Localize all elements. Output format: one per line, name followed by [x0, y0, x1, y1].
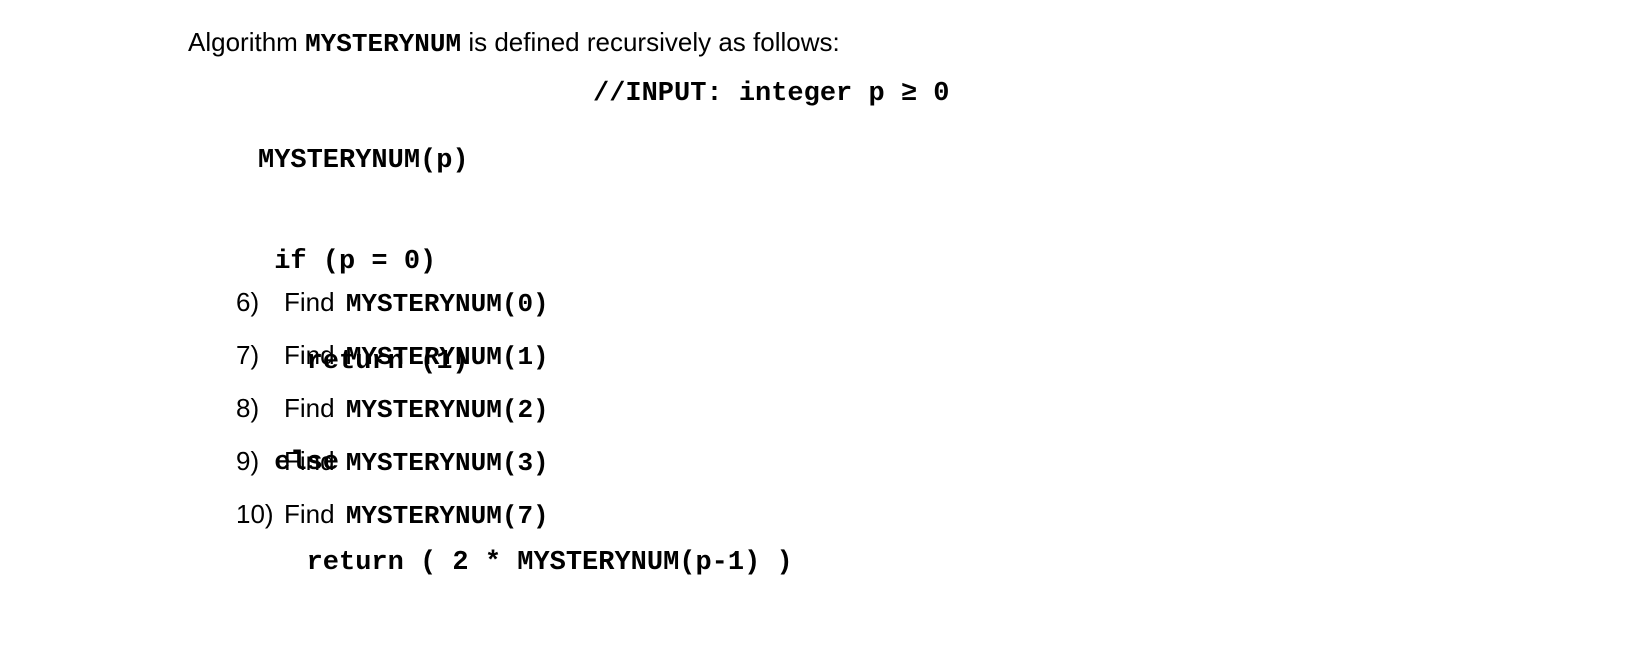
question-number: 10)	[236, 499, 274, 529]
intro-prefix: Algorithm	[188, 27, 298, 57]
intro-suffix: is defined recursively as follows:	[468, 27, 840, 57]
question-item: 9) Find MYSTERYNUM(3)	[236, 443, 549, 496]
question-list: 6) Find MYSTERYNUM(0) 7) Find MYSTERYNUM(1…	[236, 284, 549, 549]
question-call: MYSTERYNUM(0)	[345, 289, 549, 319]
code-line-else: else	[258, 447, 340, 478]
code-line-return-recursive: return ( 2 * MYSTERYNUM(p-1) )	[258, 548, 793, 578]
question-find: Find	[284, 287, 335, 317]
code-line-return-base: return (1)	[258, 347, 469, 377]
question-item: 8) Find MYSTERYNUM(2)	[236, 390, 549, 443]
code-line-if: if (p = 0)	[258, 246, 437, 277]
question-call: MYSTERYNUM(1)	[345, 342, 549, 372]
question-call: MYSTERYNUM(3)	[345, 448, 549, 478]
question-number: 7)	[236, 340, 260, 370]
question-find: Find	[284, 393, 335, 423]
question-number: 8)	[236, 393, 260, 423]
code-line-signature: MYSTERYNUM(p)	[258, 146, 469, 176]
question-item: 7) Find MYSTERYNUM(1)	[236, 337, 549, 390]
question-item: 10) Find MYSTERYNUM(7)	[236, 496, 549, 549]
question-item: 6) Find MYSTERYNUM(0)	[236, 284, 549, 337]
question-find: Find	[284, 446, 335, 476]
code-comment-input: //INPUT: integer p ≥ 0	[593, 79, 950, 109]
question-call: MYSTERYNUM(2)	[345, 395, 549, 425]
code-block: MYSTERYNUM(p) if (p = 0) return (1) else…	[258, 78, 949, 648]
question-number: 9)	[236, 446, 260, 476]
question-number: 6)	[236, 287, 260, 317]
question-find: Find	[284, 499, 335, 529]
question-find: Find	[284, 340, 335, 370]
intro-sentence: Algorithm MYSTERYNUM is defined recursiv…	[188, 24, 840, 62]
question-call: MYSTERYNUM(7)	[345, 501, 549, 531]
algorithm-name: MYSTERYNUM	[305, 29, 462, 59]
